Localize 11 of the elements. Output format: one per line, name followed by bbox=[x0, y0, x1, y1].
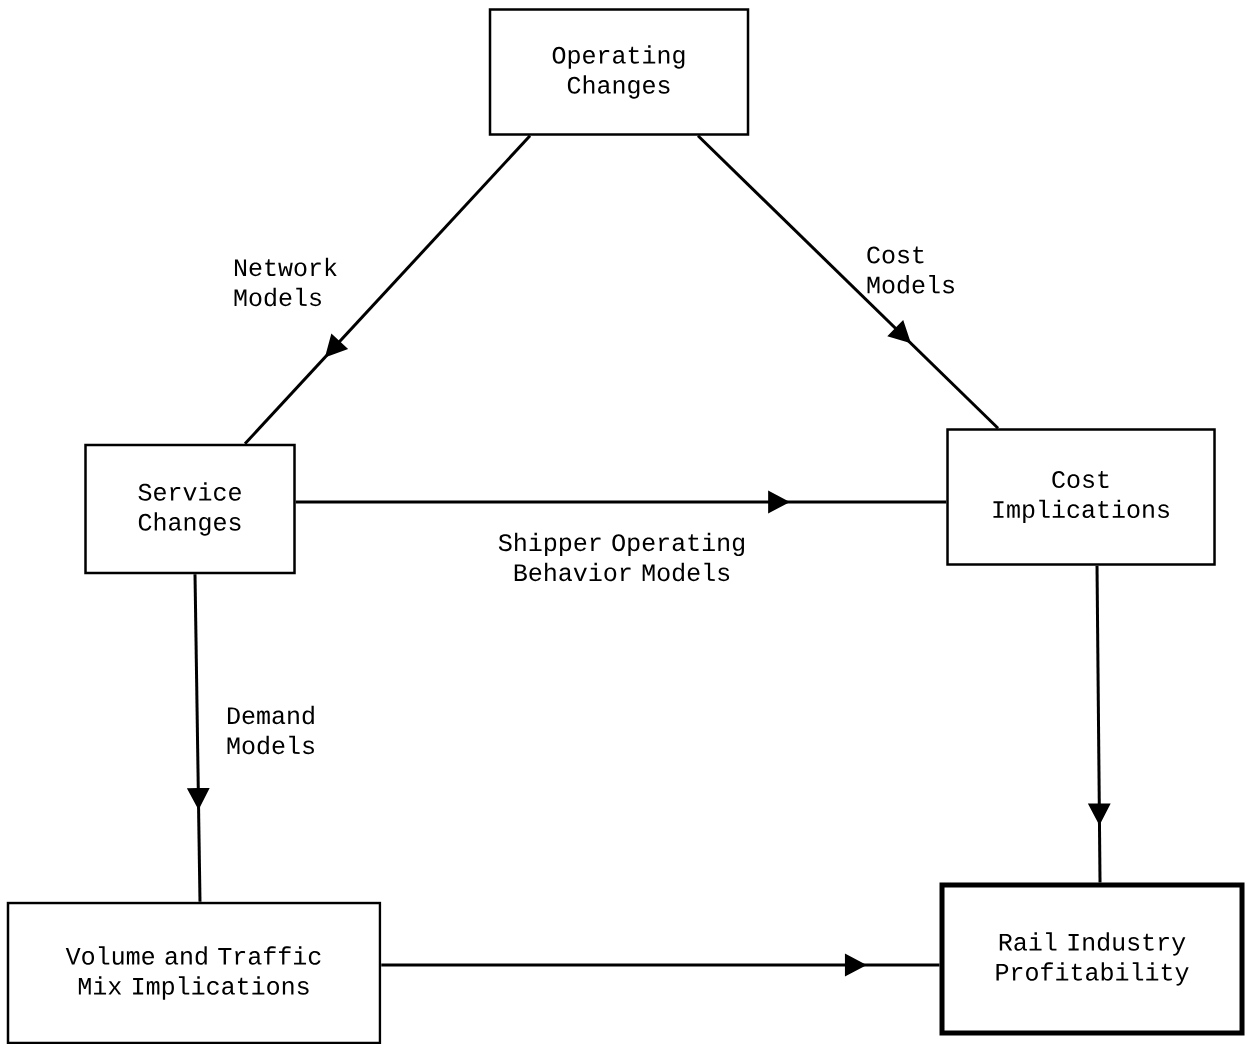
edge-label: Network Models bbox=[234, 257, 337, 307]
edge-label: Cost Models bbox=[867, 246, 954, 294]
edge-label: Shipper Operating Behavior Models bbox=[498, 532, 744, 582]
arrow bbox=[696, 134, 1000, 430]
process-box: Rail Industry Profitability bbox=[939, 882, 1245, 1036]
edge-label: Demand Models bbox=[227, 705, 314, 755]
process-box: Service Changes bbox=[84, 443, 296, 575]
arrow bbox=[243, 134, 532, 445]
process-box: Cost Implications bbox=[946, 428, 1216, 566]
process-box: Operating Changes bbox=[488, 8, 750, 136]
process-box: Volume and Traffic Mix Implications bbox=[6, 901, 382, 1044]
